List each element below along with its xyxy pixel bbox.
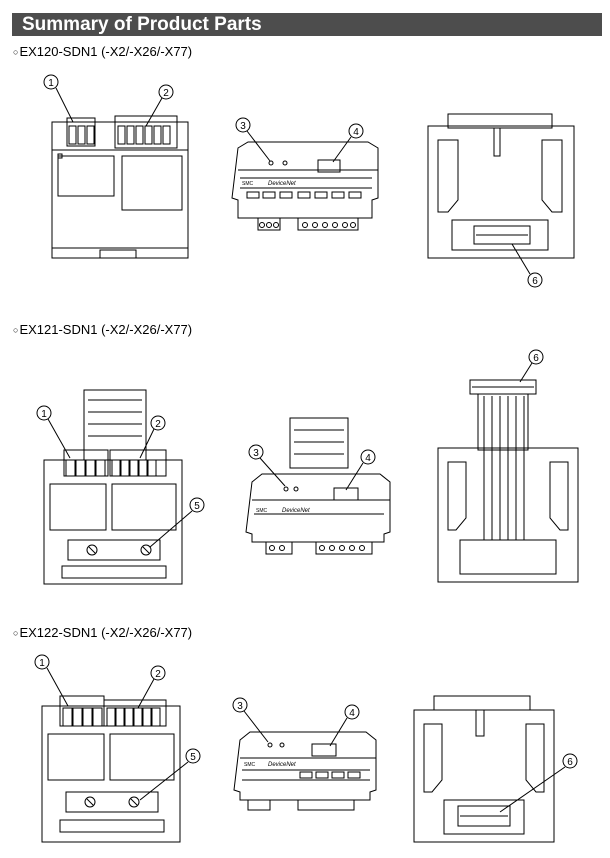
svg-text:3: 3 bbox=[240, 121, 246, 132]
svg-text:1: 1 bbox=[39, 658, 45, 669]
callout-2-ex120: 2 bbox=[145, 84, 174, 127]
model-name-ex122: EX122-SDN1 (-X2/-X26/-X77) bbox=[19, 625, 193, 640]
callout-5-ex122: 5 bbox=[139, 748, 201, 801]
svg-text:SMC: SMC bbox=[244, 762, 256, 768]
bullet-icon: ○ bbox=[13, 325, 19, 335]
ex122-top-view: SMC DeviceNet bbox=[233, 731, 377, 811]
svg-text:4: 4 bbox=[353, 127, 359, 138]
bullet-icon: ○ bbox=[13, 47, 19, 57]
callout-4-ex120: 4 bbox=[332, 123, 364, 163]
model-name-ex121: EX121-SDN1 (-X2/-X26/-X77) bbox=[19, 322, 193, 337]
callout-3-ex122: 3 bbox=[232, 697, 269, 743]
callout-6-ex121: 6 bbox=[519, 349, 544, 383]
model-name-ex120: EX120-SDN1 (-X2/-X26/-X77) bbox=[19, 44, 193, 59]
ex121-front-view bbox=[43, 389, 183, 585]
page-title: Summary of Product Parts bbox=[22, 14, 262, 35]
svg-text:2: 2 bbox=[155, 419, 161, 430]
svg-text:3: 3 bbox=[237, 701, 243, 712]
svg-text:3: 3 bbox=[253, 448, 259, 459]
svg-text:2: 2 bbox=[155, 669, 161, 680]
ex122-front-view bbox=[41, 695, 181, 843]
svg-text:4: 4 bbox=[349, 708, 355, 719]
bullet-icon: ○ bbox=[13, 628, 19, 638]
section-label-ex122: ○EX122-SDN1 (-X2/-X26/-X77) bbox=[13, 625, 192, 641]
section-label-ex121: ○EX121-SDN1 (-X2/-X26/-X77) bbox=[13, 322, 192, 338]
svg-text:6: 6 bbox=[533, 353, 539, 364]
callout-4-ex122: 4 bbox=[329, 704, 360, 747]
svg-text:6: 6 bbox=[532, 276, 538, 287]
callout-1-ex121: 1 bbox=[36, 405, 71, 459]
terminal-block-left bbox=[68, 125, 95, 145]
ex120-back-view bbox=[427, 113, 575, 259]
svg-text:5: 5 bbox=[190, 752, 196, 763]
ex121-back-view bbox=[437, 379, 579, 583]
terminal-block-right bbox=[117, 125, 171, 145]
svg-text:SMC: SMC bbox=[256, 508, 268, 514]
ex120-front-view bbox=[51, 115, 189, 259]
callout-5-ex121: 5 bbox=[149, 497, 205, 548]
callout-1-ex120: 1 bbox=[43, 74, 74, 123]
section-label-ex120: ○EX120-SDN1 (-X2/-X26/-X77) bbox=[13, 44, 192, 60]
callout-2-ex121: 2 bbox=[139, 415, 166, 459]
svg-text:2: 2 bbox=[163, 88, 169, 99]
svg-text:4: 4 bbox=[365, 453, 371, 464]
callout-1-ex122: 1 bbox=[34, 654, 69, 707]
callout-3-ex121: 3 bbox=[248, 444, 286, 487]
callout-3-ex120: 3 bbox=[235, 117, 271, 162]
svg-text:1: 1 bbox=[41, 409, 47, 420]
svg-text:DeviceNet: DeviceNet bbox=[282, 508, 310, 514]
svg-text:SMC: SMC bbox=[242, 181, 254, 187]
ex122-back-view bbox=[413, 695, 555, 843]
svg-text:DeviceNet: DeviceNet bbox=[268, 181, 296, 187]
callout-2-ex122: 2 bbox=[137, 665, 166, 709]
svg-text:DeviceNet: DeviceNet bbox=[268, 762, 296, 768]
svg-text:5: 5 bbox=[194, 501, 200, 512]
title-bar: Summary of Product Parts bbox=[12, 13, 602, 36]
callout-6-ex122: 6 bbox=[499, 753, 578, 813]
callout-6-ex120: 6 bbox=[511, 243, 543, 288]
callout-4-ex121: 4 bbox=[345, 449, 376, 491]
ex121-top-view: SMC DeviceNet bbox=[245, 417, 391, 555]
ex120-top-view: SMC DeviceNet bbox=[231, 141, 379, 231]
svg-text:1: 1 bbox=[48, 78, 54, 89]
svg-text:6: 6 bbox=[567, 757, 573, 768]
